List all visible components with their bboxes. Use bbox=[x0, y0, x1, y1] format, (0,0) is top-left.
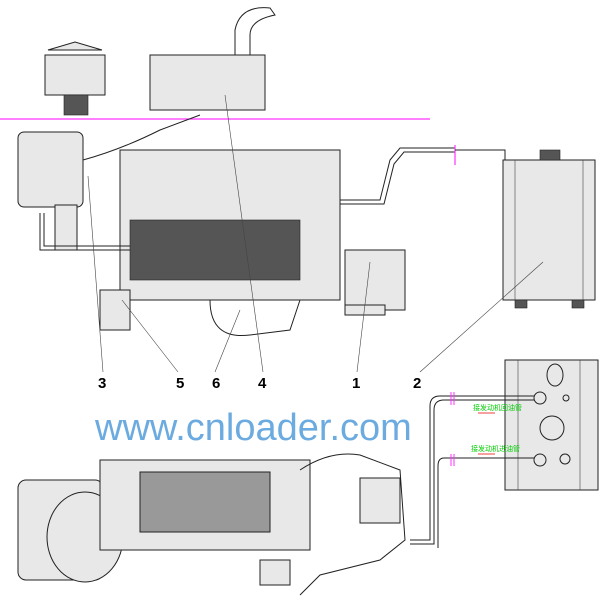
fuel-tank-top bbox=[410, 359, 599, 548]
supply-line-annotation: 接发动机进油管 bbox=[471, 444, 520, 453]
engine-side-view bbox=[17, 114, 455, 337]
callout-4: 4 bbox=[258, 375, 267, 392]
callout-6: 6 bbox=[212, 375, 220, 392]
callout-3: 3 bbox=[98, 375, 106, 392]
fuel-tank-side bbox=[454, 145, 596, 309]
muffler bbox=[149, 7, 276, 111]
callout-2: 2 bbox=[413, 375, 421, 392]
watermark: www.cnloader.com bbox=[94, 407, 412, 449]
callout-5: 5 bbox=[176, 375, 184, 392]
air-cleaner-top bbox=[44, 41, 106, 116]
callout-1: 1 bbox=[352, 375, 360, 392]
return-line-annotation: 接发动机回油管 bbox=[473, 403, 522, 412]
leader-lines bbox=[87, 94, 544, 373]
engine-top-view bbox=[17, 453, 406, 596]
